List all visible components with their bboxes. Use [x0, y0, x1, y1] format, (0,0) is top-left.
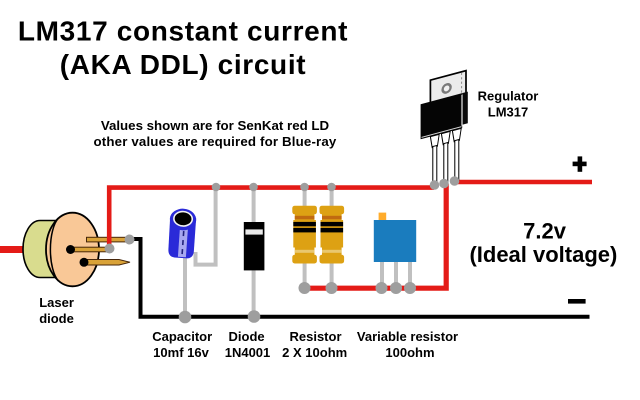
svg-text:100ohm: 100ohm [385, 345, 434, 360]
svg-text:10mf 16v: 10mf 16v [153, 345, 209, 360]
svg-text:Resistor: Resistor [289, 329, 341, 344]
svg-text:Laser: Laser [39, 295, 74, 310]
svg-text:Regulator: Regulator [478, 89, 539, 104]
svg-text:LM317: LM317 [488, 104, 528, 119]
svg-text:Diode: Diode [229, 329, 265, 344]
svg-text:(AKA DDL) circuit: (AKA DDL) circuit [60, 49, 306, 80]
svg-text:(Ideal voltage): (Ideal voltage) [469, 242, 617, 267]
svg-text:7.2v: 7.2v [523, 218, 567, 243]
svg-text:other values are required for: other values are required for Blue-ray [94, 134, 337, 149]
svg-text:Capacitor: Capacitor [152, 329, 212, 344]
svg-text:2 X 10ohm: 2 X 10ohm [282, 345, 347, 360]
svg-text:LM317 constant current: LM317 constant current [18, 16, 348, 47]
svg-text:diode: diode [39, 311, 74, 326]
svg-text:Variable resistor: Variable resistor [357, 329, 458, 344]
svg-text:Values shown are for SenKat re: Values shown are for SenKat red LD [101, 118, 330, 133]
svg-text:1N4001: 1N4001 [225, 345, 271, 360]
